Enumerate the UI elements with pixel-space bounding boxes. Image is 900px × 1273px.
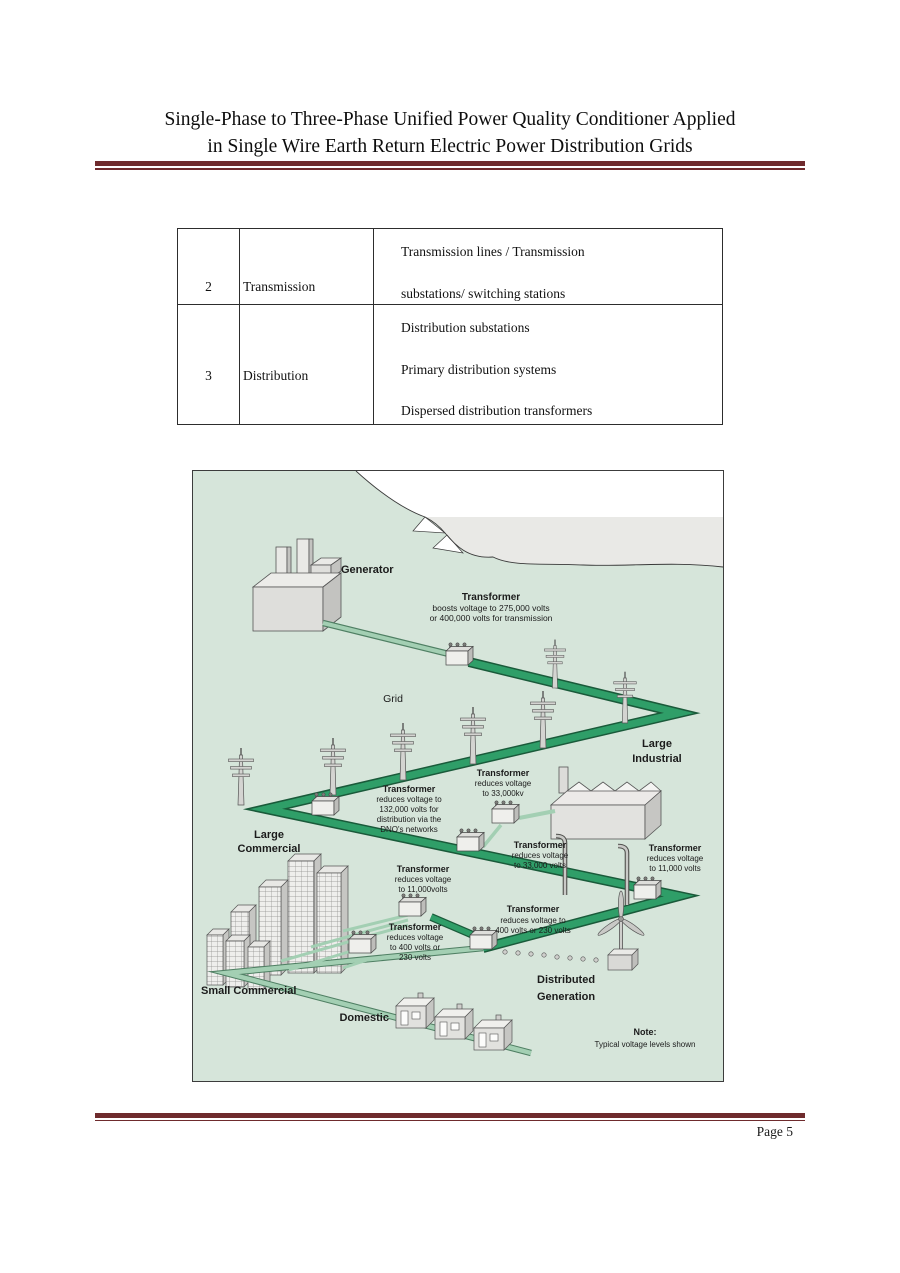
power-station — [251, 538, 343, 632]
svg-text:132,000 volts for: 132,000 volts for — [379, 805, 438, 814]
svg-text:reduces voltage: reduces voltage — [387, 933, 444, 942]
svg-text:boosts voltage to 275,000 volt: boosts voltage to 275,000 volts — [432, 603, 549, 613]
svg-text:to 11,000volts: to 11,000volts — [398, 885, 447, 894]
footer-rule-thick — [95, 1113, 805, 1118]
svg-text:Transformer: Transformer — [649, 843, 702, 853]
svg-text:reduces voltage: reduces voltage — [395, 875, 452, 884]
svg-text:Generation: Generation — [537, 991, 595, 1003]
svg-text:reduces voltage to: reduces voltage to — [376, 795, 442, 804]
grid-label: Grid — [383, 693, 403, 705]
generator-label: Generator — [341, 564, 394, 576]
distributed-generation-link — [502, 949, 599, 963]
svg-text:distribution via the: distribution via the — [377, 815, 442, 824]
svg-text:Distributed: Distributed — [537, 974, 595, 986]
table-cell-components: Transmission lines / Transmission substa… — [374, 229, 722, 304]
svg-text:to 33,000 volts: to 33,000 volts — [514, 861, 566, 870]
page-title-line2: in Single Wire Earth Return Electric Pow… — [207, 135, 693, 157]
t400-center-transformer-label: Transformer reduces voltage to 400 volts… — [495, 904, 571, 935]
page-number: Page 5 — [756, 1124, 793, 1139]
page-title-line1: Single-Phase to Three-Phase Unified Powe… — [164, 109, 736, 130]
svg-text:Transformer: Transformer — [477, 768, 530, 778]
svg-text:Transformer: Transformer — [514, 840, 567, 850]
generator-feed-line-core — [322, 621, 462, 659]
svg-text:Commercial: Commercial — [238, 843, 301, 855]
svg-text:to 11,000 volts: to 11,000 volts — [649, 864, 700, 873]
transmission-line — [249, 658, 695, 952]
stages-table: 2 Transmission Transmission lines / Tran… — [177, 228, 723, 425]
large-commercial-label: Large Commercial — [238, 829, 301, 855]
svg-text:Transformer: Transformer — [383, 784, 436, 794]
table-row: 3 Distribution Distribution substations … — [178, 304, 722, 424]
sky-area — [356, 471, 723, 517]
table-cell-index: 3 — [178, 305, 240, 424]
component-line: Transmission lines / Transmission — [401, 244, 585, 259]
component-line: substations/ switching stations — [401, 285, 566, 301]
table-cell-index: 2 — [178, 229, 240, 304]
svg-text:400 volts or 230 volts: 400 volts or 230 volts — [495, 926, 571, 935]
coastline — [355, 471, 723, 568]
t11000-commercial-transformer-label: Transformer reduces voltage to 11,000vol… — [395, 864, 452, 894]
svg-text:or 400,000 volts for transmiss: or 400,000 volts for transmission — [430, 613, 553, 623]
component-line: Primary distribution systems — [401, 361, 557, 377]
small-commercial-label: Small Commercial — [201, 985, 296, 997]
large-industrial-label: Large Industrial — [632, 738, 682, 765]
svg-text:230 volts: 230 volts — [399, 953, 431, 962]
table-cell-components: Distribution substations Primary distrib… — [374, 305, 722, 424]
svg-text:Transformer: Transformer — [462, 592, 520, 603]
lv-main-line — [213, 945, 532, 1056]
dno-transformer-label: Transformer reduces voltage to 132,000 v… — [376, 784, 442, 834]
grid-diagram-figure: Generator Grid Transformer boosts voltag… — [192, 470, 724, 1082]
t400-left-transformer-label: Transformer reduces voltage to 400 volts… — [387, 922, 444, 962]
large-industrial-factory — [549, 766, 663, 840]
svg-text:Large: Large — [254, 829, 284, 841]
t11000-right-transformer-label: Transformer reduces voltage to 11,000 vo… — [647, 843, 704, 873]
component-line: Distribution substations — [401, 320, 530, 335]
header-rule-thick — [95, 161, 805, 166]
svg-text:to 400 volts or: to 400 volts or — [390, 943, 441, 952]
coast-cliff — [412, 516, 447, 534]
table-cell-stage: Transmission — [240, 229, 374, 304]
svg-text:Typical voltage levels shown: Typical voltage levels shown — [595, 1040, 696, 1049]
svg-text:Large: Large — [642, 738, 672, 750]
wind-turbine — [597, 890, 645, 971]
domestic-label: Domestic — [339, 1012, 389, 1024]
svg-text:Transformer: Transformer — [507, 904, 560, 914]
svg-text:Transformer: Transformer — [389, 922, 442, 932]
page-title: Single-Phase to Three-Phase Unified Powe… — [0, 107, 900, 160]
header-rule-thin — [95, 168, 805, 170]
distributed-generation-label: Distributed Generation — [537, 974, 595, 1003]
industrial-transformer-label: Transformer reduces voltage to 33,000kv — [475, 768, 532, 798]
svg-text:to 33,000kv: to 33,000kv — [482, 789, 523, 798]
svg-text:reduces voltage: reduces voltage — [512, 851, 569, 860]
svg-text:reduces voltage to: reduces voltage to — [500, 916, 566, 925]
svg-text:Note:: Note: — [634, 1027, 657, 1037]
t33000-transformer-label: Transformer reduces voltage to 33,000 vo… — [512, 840, 569, 870]
table-row: 2 Transmission Transmission lines / Tran… — [178, 229, 722, 304]
footer-rule-thin — [95, 1119, 805, 1121]
note-label: Note: Typical voltage levels shown — [595, 1027, 696, 1049]
svg-text:reduces voltage: reduces voltage — [475, 779, 532, 788]
table-cell-stage: Distribution — [240, 305, 374, 424]
boost-transformer-label: Transformer boosts voltage to 275,000 vo… — [430, 592, 553, 623]
component-line: Dispersed distribution transformers — [401, 403, 593, 418]
svg-text:Industrial: Industrial — [632, 753, 682, 765]
svg-text:reduces voltage: reduces voltage — [647, 854, 704, 863]
lv-feed-lines — [280, 809, 556, 972]
svg-text:Transformer: Transformer — [397, 864, 450, 874]
svg-text:DNO's networks: DNO's networks — [380, 825, 438, 834]
sea-area — [425, 517, 723, 567]
